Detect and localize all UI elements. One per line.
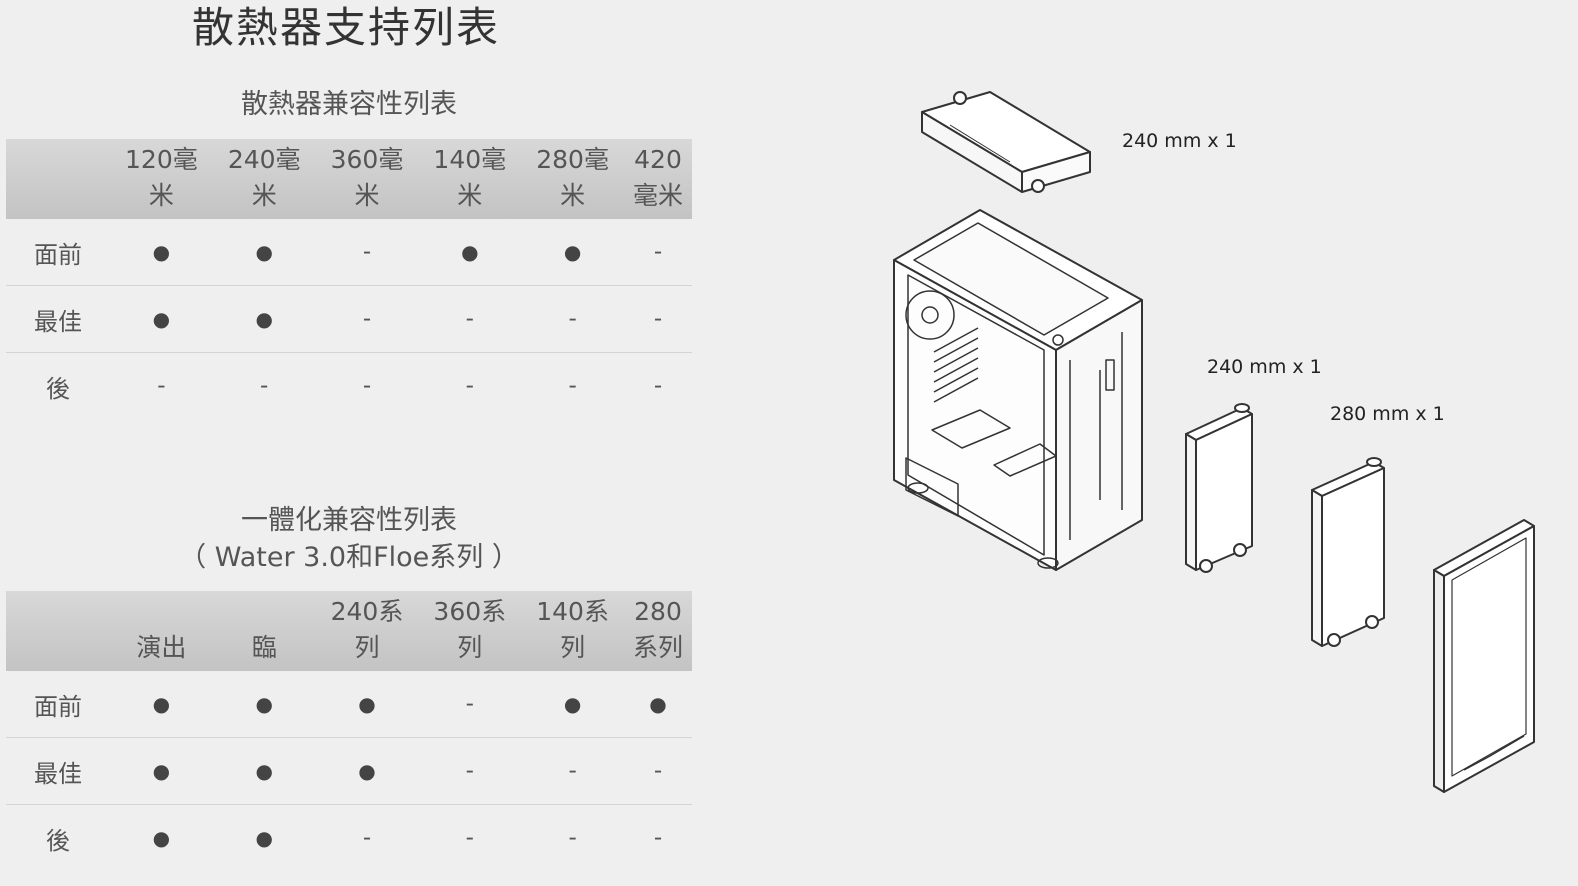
column-header: 360毫米: [330, 145, 404, 210]
column-header: 演出: [136, 633, 187, 662]
row-label: 後: [46, 374, 70, 403]
front-panel-drawing: [1433, 519, 1535, 793]
row-label: 後: [46, 826, 70, 855]
front-radiator-240-label: 240 mm x 1: [1207, 356, 1322, 378]
unsupported-dash: -: [418, 671, 522, 738]
top-radiator-label: 240 mm x 1: [1122, 130, 1237, 152]
header-corner-cell: [6, 139, 110, 219]
header-corner-cell: [6, 591, 110, 671]
table-row: 最佳●●----: [6, 285, 692, 353]
column-header: 140毫米: [433, 145, 507, 210]
unsupported-dash: -: [362, 825, 372, 851]
unsupported-dash: -: [362, 373, 372, 399]
column-header: 140系列: [536, 597, 609, 662]
supported-dot: ●: [212, 219, 316, 286]
pc-case-drawing: [893, 209, 1143, 571]
aio-compat-section: 一體化兼容性列表 （ Water 3.0和Floe系列 ） 演出 臨 240系列 36…: [6, 502, 692, 871]
table-row: 面前●●●-●●: [6, 671, 692, 738]
supported-dot: ●: [521, 219, 624, 286]
column-header: 280毫米: [536, 145, 609, 210]
unsupported-dash: -: [624, 285, 692, 353]
row-label: 面前: [6, 671, 110, 738]
supported-dot: ●: [212, 737, 316, 805]
top-radiator-drawing: [921, 91, 1091, 193]
unsupported-dash: -: [653, 825, 663, 851]
unsupported-dash: -: [653, 373, 663, 399]
column-header: 240毫米: [227, 145, 301, 210]
case-radiator-illustration: 240 mm x 1 240 mm x 1 280 mm x 1: [860, 70, 1560, 810]
supported-dot: ●: [255, 826, 273, 850]
table-row: 面前●●-●●-: [6, 219, 692, 286]
unsupported-dash: -: [157, 373, 166, 399]
supported-dot: ●: [212, 285, 316, 353]
radiator-table-title: 散熱器兼容性列表: [241, 89, 457, 120]
column-header: 臨: [251, 633, 277, 662]
supported-dot: ●: [212, 671, 316, 738]
aio-table-subtitle: （ Water 3.0和Floe系列 ）: [179, 542, 519, 573]
supported-dot: ●: [315, 671, 419, 738]
supported-dot: ●: [110, 285, 213, 353]
front-radiator-240-drawing: [1185, 403, 1253, 573]
row-label: 最佳: [6, 285, 110, 353]
aio-table-title: 一體化兼容性列表: [241, 505, 457, 536]
supported-dot: ●: [152, 826, 171, 850]
unsupported-dash: -: [418, 285, 522, 353]
unsupported-dash: -: [315, 285, 419, 353]
unsupported-dash: -: [465, 373, 474, 399]
supported-dot: ●: [110, 219, 213, 286]
unsupported-dash: -: [521, 737, 624, 805]
unsupported-dash: -: [568, 373, 577, 399]
unsupported-dash: -: [624, 737, 692, 805]
supported-dot: ●: [315, 737, 419, 805]
table-row: 後------: [6, 353, 692, 420]
front-radiator-280-drawing: [1311, 457, 1385, 647]
page-title: 散熱器支持列表: [192, 3, 501, 52]
column-header: 240系列: [330, 597, 404, 662]
unsupported-dash: -: [418, 737, 522, 805]
row-label: 最佳: [6, 737, 110, 805]
unsupported-dash: -: [624, 219, 692, 286]
column-header: 360系列: [433, 597, 507, 662]
unsupported-dash: -: [260, 373, 269, 399]
front-radiator-280-label: 280 mm x 1: [1330, 403, 1445, 425]
unsupported-dash: -: [521, 285, 624, 353]
supported-dot: ●: [110, 737, 213, 805]
table-row: 最佳●●●---: [6, 737, 692, 805]
case-line-drawing: [893, 91, 1535, 793]
supported-dot: ●: [418, 219, 522, 286]
unsupported-dash: -: [465, 825, 474, 851]
table-row: 後 ● ● - - - -: [6, 805, 692, 872]
column-header: 120毫米: [125, 145, 198, 210]
supported-dot: ●: [110, 671, 213, 738]
supported-dot: ●: [624, 671, 692, 738]
row-label: 面前: [6, 219, 110, 286]
unsupported-dash: -: [315, 219, 419, 286]
unsupported-dash: -: [568, 825, 577, 851]
supported-dot: ●: [521, 671, 624, 738]
